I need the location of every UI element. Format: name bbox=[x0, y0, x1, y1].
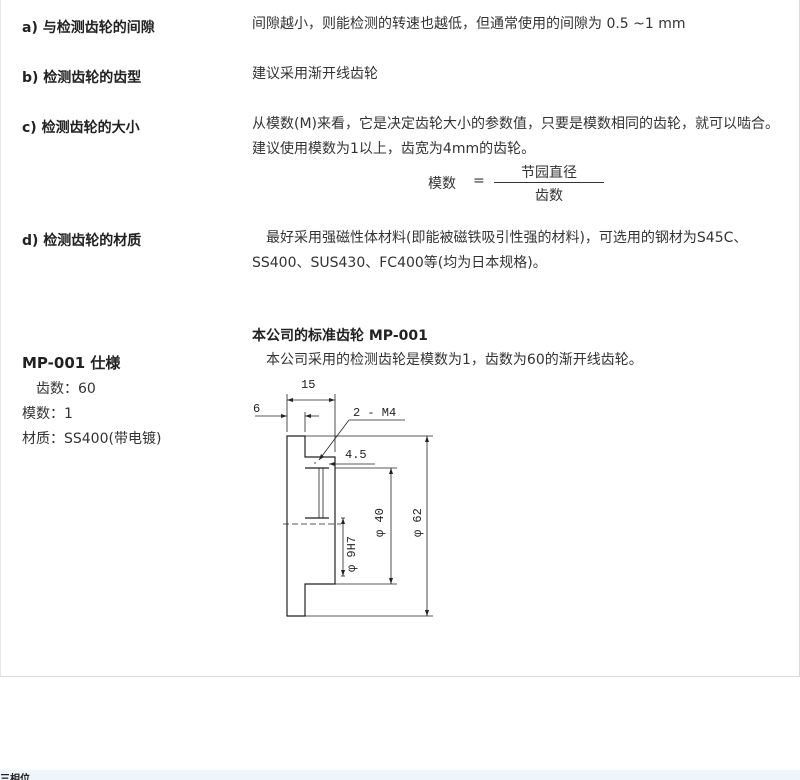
dim-outer-dia-62: φ 62 bbox=[411, 508, 425, 537]
standard-gear-title: 本公司的标准齿轮 MP-001 bbox=[252, 328, 428, 344]
next-section-bar bbox=[0, 770, 800, 780]
dim-offset-4-5: 4.5 bbox=[345, 448, 367, 462]
spec-teeth: 齿数：60 bbox=[22, 381, 96, 397]
row-label-gap: a) 与检测齿轮的间隙 bbox=[22, 20, 155, 36]
row-label-material: d) 检测齿轮的材质 bbox=[22, 233, 142, 249]
gear-profile bbox=[286, 435, 336, 617]
module-formula: 模数 = 节园直径 齿数 bbox=[428, 162, 618, 204]
row-label-tooth-type: b) 检测齿轮的齿型 bbox=[22, 70, 142, 86]
formula-lhs: 模数 bbox=[428, 176, 456, 192]
dim-screw-m4: 2 - M4 bbox=[353, 406, 396, 420]
spec-material: 材质：SS400(带电镀) bbox=[22, 431, 162, 447]
fraction-bar bbox=[494, 182, 604, 183]
formula-denominator: 齿数 bbox=[535, 188, 563, 204]
next-section-heading: 三相位 bbox=[0, 774, 30, 780]
spec-module: 模数：1 bbox=[22, 406, 73, 422]
standard-gear-desc: 本公司采用的检测齿轮是模数为1，齿数为60的渐开线齿轮。 bbox=[252, 352, 643, 368]
spec-title: MP-001 仕様 bbox=[22, 354, 121, 372]
formula-numerator: 节园直径 bbox=[521, 165, 577, 181]
row-label-size: c) 检测齿轮的大小 bbox=[22, 120, 140, 136]
dim-hub-6: 6 bbox=[253, 402, 260, 416]
dim-hub-dia-40: φ 40 bbox=[373, 508, 387, 537]
row-text-size: 从模数(M)来看，它是决定齿轮大小的参数值，只要是模数相同的齿轮，就可以啮合。建… bbox=[252, 116, 780, 157]
dim-width-15: 15 bbox=[301, 378, 315, 392]
gear-drawing: 15 6 2 - M4 4.5 φ 9H7 φ 40 φ 62 bbox=[253, 378, 433, 617]
row-text-tooth-type: 建议采用渐开线齿轮 bbox=[252, 66, 378, 82]
row-text-material: 最好采用强磁性体材料(即能被磁铁吸引性强的材料)，可选用的钢材为S45C、SS4… bbox=[252, 230, 748, 271]
row-text-gap: 间隙越小，则能检测的转速也越低，但通常使用的间隙为 0.5 ~1 mm bbox=[252, 16, 686, 32]
formula-equals: = bbox=[473, 173, 485, 189]
dim-bore-9h7: φ 9H7 bbox=[345, 536, 359, 572]
